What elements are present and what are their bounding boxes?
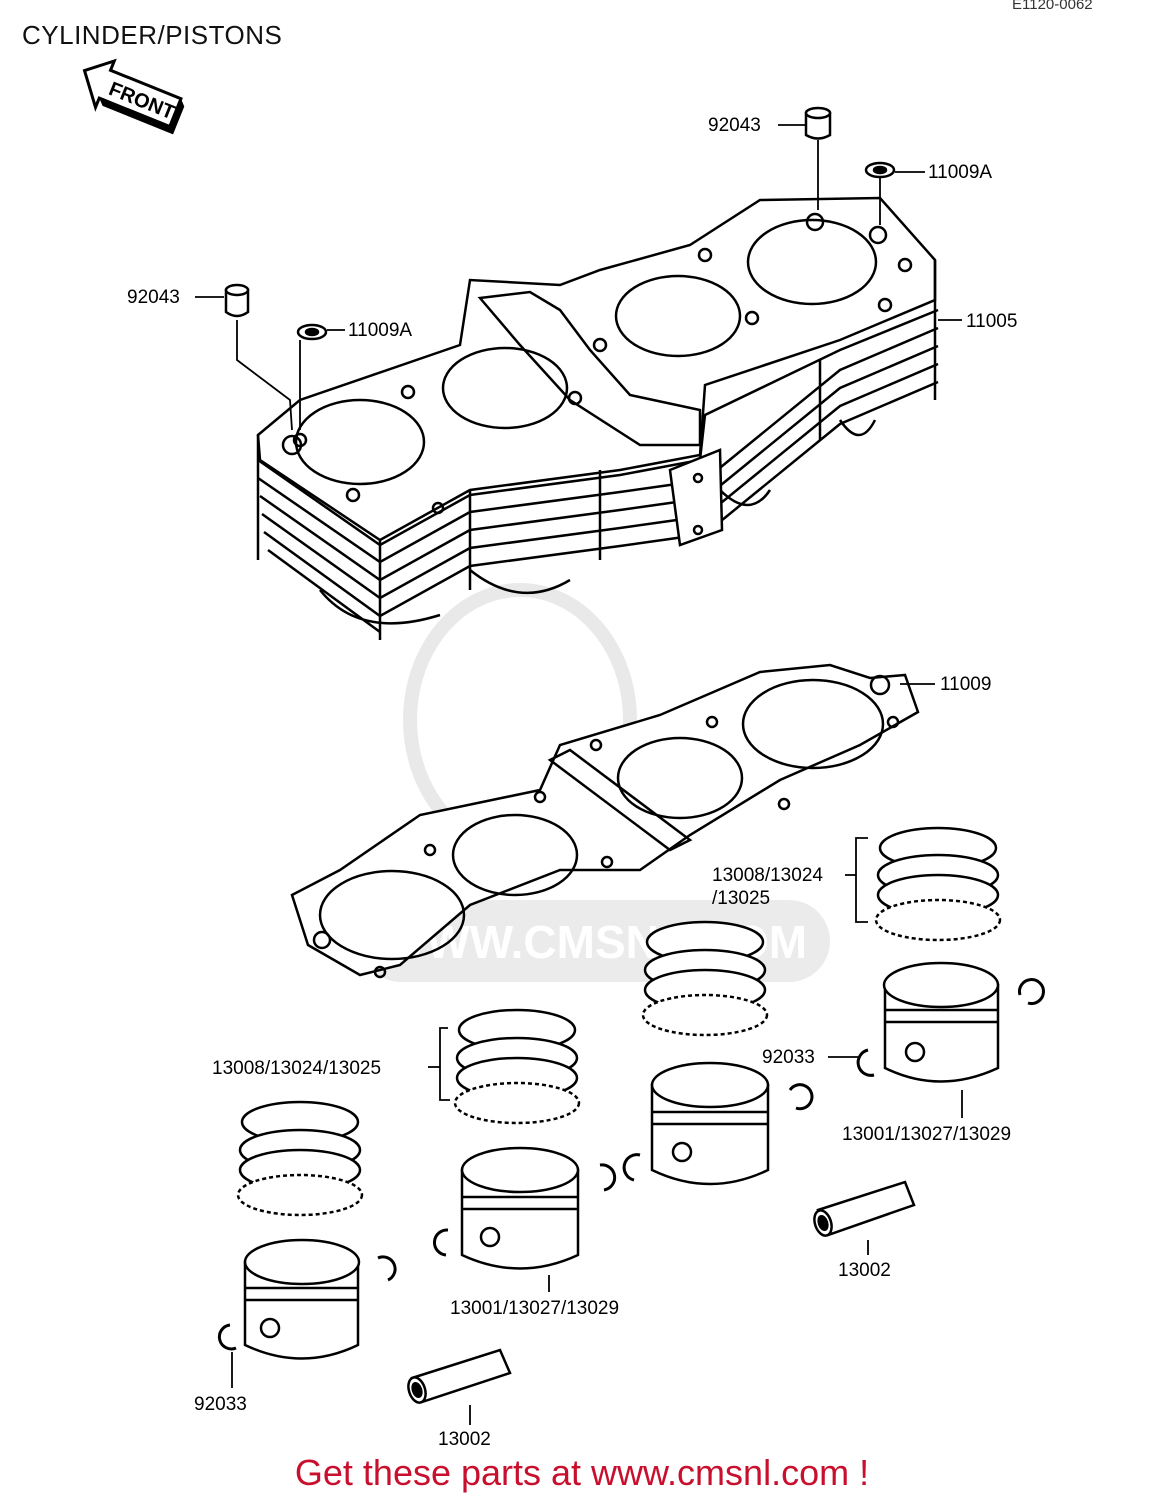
page-title: CYLINDER/PISTONS <box>22 20 283 50</box>
piston-rings-center-left <box>453 1008 581 1125</box>
callout-92033-left: 92033 <box>194 1394 247 1415</box>
head-gasket <box>290 663 920 979</box>
piston-rings-left <box>236 1100 364 1217</box>
o-ring-top <box>864 161 896 179</box>
bore-4 <box>746 218 878 306</box>
callout-13002-right: 13002 <box>838 1260 891 1281</box>
dowel-pin-top <box>804 106 832 140</box>
callout-11005: 11005 <box>966 311 1017 332</box>
cmsnl-banner-link[interactable]: Get these parts at www.cmsnl.com ! <box>294 1452 870 1493</box>
bore-3 <box>614 274 742 358</box>
circlips <box>217 978 1045 1351</box>
piston-rings-right <box>874 826 1002 942</box>
o-ring-left <box>296 323 328 341</box>
callout-92043-top: 92043 <box>708 115 761 136</box>
callout-92043-left: 92043 <box>127 287 180 308</box>
callout-92033-right: 92033 <box>762 1047 815 1068</box>
callout-13001-center: 13001/13027/13029 <box>450 1298 619 1319</box>
drawing-code: E1120-0062 <box>1012 0 1093 13</box>
piston-center <box>650 1061 770 1186</box>
piston-pin-right <box>813 1180 916 1237</box>
front-arrow: FRONT <box>82 58 185 135</box>
bore-1 <box>294 398 426 486</box>
cylinder-block <box>256 196 939 640</box>
piston-pin-left <box>407 1348 512 1404</box>
callout-13002-left: 13002 <box>438 1429 491 1450</box>
dowel-pin-left <box>224 283 250 318</box>
callout-11009a-left: 11009A <box>348 320 412 341</box>
callout-13001-right: 13001/13027/13029 <box>842 1124 1011 1145</box>
bore-2 <box>441 346 569 430</box>
callout-13008-right-line1: 13008/13024 <box>712 865 823 886</box>
callout-13008-left: 13008/13024/13025 <box>212 1058 381 1079</box>
callout-13008-right-line2: /13025 <box>712 888 770 909</box>
parts-diagram: WWW.CMSNL.COM FRONT <box>82 58 1045 1450</box>
piston-right <box>882 961 1000 1083</box>
piston-left <box>243 1238 361 1360</box>
piston-rings-center <box>641 920 769 1037</box>
piston-center-left <box>460 1146 580 1270</box>
leader-lines <box>195 124 963 1425</box>
callout-11009a-top: 11009A <box>928 162 992 183</box>
callout-11009: 11009 <box>940 674 991 695</box>
